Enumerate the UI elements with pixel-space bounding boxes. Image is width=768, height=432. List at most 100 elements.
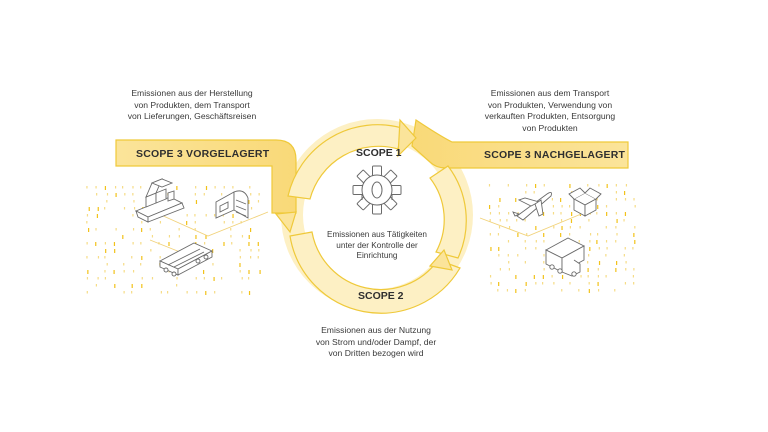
dot-mark <box>517 254 519 257</box>
dot-mark <box>525 247 527 250</box>
dot-mark <box>203 277 205 280</box>
dot-mark <box>623 219 625 222</box>
dot-mark <box>499 219 501 222</box>
dot-mark <box>132 270 135 273</box>
dot-mark <box>248 291 251 295</box>
dot-mark <box>223 242 225 246</box>
dot-mark <box>569 233 571 236</box>
dot-mark <box>160 291 162 294</box>
dot-mark <box>124 193 126 196</box>
dot-mark <box>561 205 563 208</box>
dot-mark <box>498 205 500 208</box>
dot-mark <box>106 200 108 203</box>
dot-mark <box>88 228 90 232</box>
ring-arrowhead-bottom <box>428 248 453 271</box>
dot-mark <box>588 219 590 222</box>
dot-mark <box>553 226 555 229</box>
scope2-label: SCOPE 2 <box>358 290 404 302</box>
dot-mark <box>86 256 88 259</box>
dot-mark <box>506 219 508 222</box>
dot-mark <box>535 282 537 285</box>
dot-mark <box>114 186 117 189</box>
dot-mark <box>178 228 180 231</box>
downstream-desc-line: Emissionen aus dem Transport <box>490 88 610 98</box>
connector-line-right <box>479 211 587 237</box>
parcel-box-icon <box>568 187 602 217</box>
dot-mark <box>140 186 142 189</box>
dot-mark <box>508 226 511 229</box>
dot-mark <box>605 205 608 208</box>
scope3-downstream-band <box>411 118 629 169</box>
dot-mark <box>113 270 115 274</box>
dot-mark <box>587 275 589 278</box>
dot-mark <box>131 256 133 259</box>
dot-mark <box>259 270 261 274</box>
dot-mark <box>223 221 225 224</box>
dot-mark <box>250 249 252 252</box>
dot-mark <box>634 240 636 244</box>
dot-mark <box>517 233 519 237</box>
dot-mark <box>150 249 152 252</box>
dot-mark <box>543 261 545 264</box>
dot-mark <box>615 198 617 201</box>
dot-mark <box>213 214 216 217</box>
dot-mark <box>231 242 233 245</box>
dot-mark <box>194 193 196 196</box>
dot-mark <box>535 226 537 230</box>
dot-mark <box>624 198 627 201</box>
dot-mark <box>194 228 196 231</box>
dot-mark <box>605 275 607 278</box>
dot-mark <box>606 184 608 188</box>
dot-mark <box>132 214 134 217</box>
dot-mark <box>248 235 250 239</box>
dot-mark <box>104 242 107 245</box>
dot-mark <box>257 200 260 203</box>
scope2-description: Emissionen aus der Nutzung von Strom und… <box>296 325 456 360</box>
dot-mark <box>560 219 563 222</box>
downstream-desc-line: von Produkten, Verwendung von <box>487 99 613 110</box>
dot-mark <box>258 193 260 196</box>
dot-mark <box>508 268 510 271</box>
dot-mark <box>195 186 197 189</box>
dot-mark <box>195 200 198 204</box>
dot-mark <box>498 254 500 257</box>
dot-mark <box>507 254 509 257</box>
connector-line-left <box>149 209 269 237</box>
dot-mark <box>140 242 142 245</box>
dot-mark <box>597 289 600 292</box>
dot-mark <box>178 235 180 238</box>
dot-mark <box>123 270 125 273</box>
dot-mark <box>95 228 97 231</box>
dot-mark <box>570 219 573 223</box>
dot-mark <box>213 277 215 281</box>
dot-mark <box>205 214 207 217</box>
dot-mark <box>588 289 590 293</box>
dot-mark <box>221 277 223 280</box>
scope3-downstream-label: SCOPE 3 NACHGELAGERT <box>484 149 626 161</box>
dot-mark <box>86 214 89 217</box>
dot-mark <box>516 219 518 222</box>
dot-mark <box>240 221 242 224</box>
dot-mark <box>176 284 178 287</box>
dot-mark <box>497 289 499 292</box>
dot-mark <box>615 212 617 215</box>
dot-mark <box>616 261 618 265</box>
scope3-upstream-description: Emissionen aus der Herstellung von Produ… <box>112 88 272 123</box>
upstream-desc-line: Emissionen aus der Herstellung <box>131 88 253 98</box>
dot-mark <box>490 282 492 285</box>
dot-mark <box>249 228 252 232</box>
dot-mark <box>167 291 169 294</box>
dot-mark <box>569 226 571 229</box>
dot-mark <box>587 261 589 264</box>
dot-mark <box>508 261 510 264</box>
dot-mark <box>205 235 207 239</box>
dot-mark <box>524 261 526 264</box>
scope2-desc-line: von Dritten bezogen wird <box>328 348 424 358</box>
dot-mark <box>105 249 107 253</box>
dot-mark <box>542 282 544 285</box>
dot-mark <box>104 256 106 259</box>
dot-mark <box>239 249 241 252</box>
dot-mark <box>508 212 510 215</box>
factory-icon <box>215 190 249 219</box>
